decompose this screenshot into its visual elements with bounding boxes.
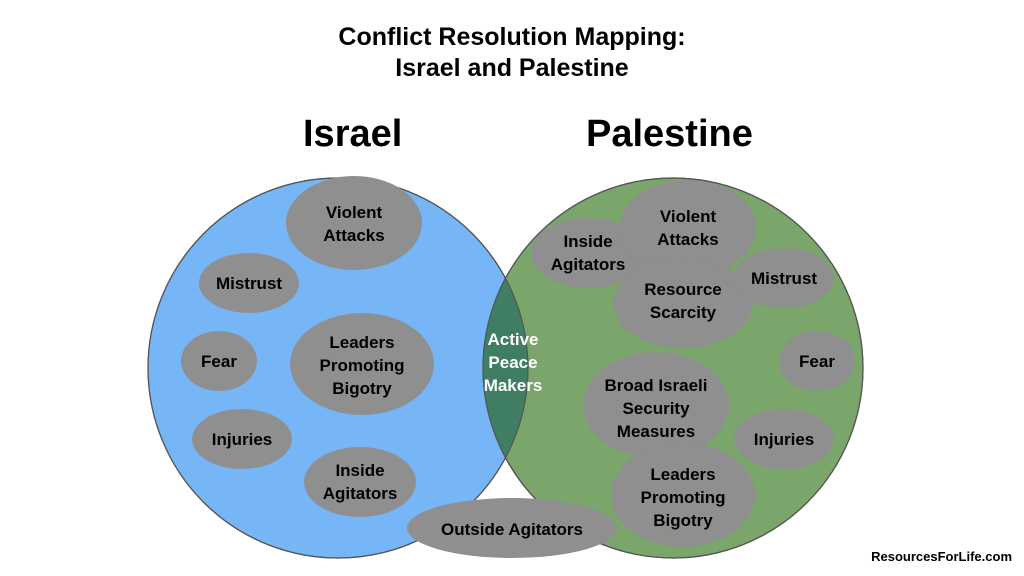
israel-item-leaders-promoting-bigotry: Leaders Promoting Bigotry bbox=[290, 313, 434, 415]
svg-text:Broad Israeli: Broad Israeli bbox=[605, 376, 708, 395]
svg-text:Makers: Makers bbox=[484, 376, 543, 395]
palestine-item-resource-scarcity: Resource Scarcity bbox=[613, 258, 753, 348]
svg-text:Attacks: Attacks bbox=[323, 226, 384, 245]
svg-text:Fear: Fear bbox=[799, 352, 835, 371]
svg-text:Attacks: Attacks bbox=[657, 230, 718, 249]
svg-text:Inside: Inside bbox=[563, 232, 612, 251]
svg-text:Bigotry: Bigotry bbox=[653, 511, 713, 530]
footer-website-credit: ResourcesForLife.com bbox=[871, 549, 1012, 564]
diagram-title-line2: Israel and Palestine bbox=[395, 54, 629, 82]
svg-text:Fear: Fear bbox=[201, 352, 237, 371]
israel-item-fear: Fear bbox=[181, 331, 257, 391]
svg-text:Violent: Violent bbox=[326, 203, 383, 222]
svg-text:Agitators: Agitators bbox=[323, 484, 398, 503]
palestine-item-mistrust: Mistrust bbox=[734, 248, 834, 308]
svg-text:Violent: Violent bbox=[660, 207, 717, 226]
palestine-set-label: Palestine bbox=[586, 113, 753, 155]
svg-text:Inside: Inside bbox=[335, 461, 384, 480]
svg-text:Leaders: Leaders bbox=[650, 465, 715, 484]
svg-text:Active: Active bbox=[487, 330, 538, 349]
svg-text:Resource: Resource bbox=[644, 280, 721, 299]
israel-item-mistrust: Mistrust bbox=[199, 253, 299, 313]
svg-text:Promoting: Promoting bbox=[320, 356, 405, 375]
palestine-item-leaders-promoting-bigotry: Leaders Promoting Bigotry bbox=[611, 443, 755, 547]
overlap-label-active-peace-makers: Active Peace Makers bbox=[484, 330, 543, 395]
israel-item-inside-agitators: Inside Agitators bbox=[304, 447, 416, 517]
palestine-item-violent-attacks: Violent Attacks bbox=[620, 180, 756, 276]
diagram-title-line1: Conflict Resolution Mapping: bbox=[338, 23, 686, 51]
svg-text:Promoting: Promoting bbox=[641, 488, 726, 507]
svg-text:Mistrust: Mistrust bbox=[216, 274, 282, 293]
svg-text:Injuries: Injuries bbox=[212, 430, 272, 449]
palestine-item-fear: Fear bbox=[779, 331, 855, 391]
israel-set-label: Israel bbox=[303, 113, 403, 155]
outside-agitators-item: Outside Agitators bbox=[407, 498, 617, 558]
svg-text:Bigotry: Bigotry bbox=[332, 379, 392, 398]
svg-text:Agitators: Agitators bbox=[551, 255, 626, 274]
svg-text:Outside Agitators: Outside Agitators bbox=[441, 520, 583, 539]
svg-text:Mistrust: Mistrust bbox=[751, 269, 817, 288]
palestine-item-injuries: Injuries bbox=[734, 409, 834, 469]
svg-text:Leaders: Leaders bbox=[329, 333, 394, 352]
palestine-item-inside-agitators: Inside Agitators bbox=[531, 218, 645, 288]
svg-text:Security: Security bbox=[622, 399, 690, 418]
svg-text:Injuries: Injuries bbox=[754, 430, 814, 449]
israel-item-violent-attacks: Violent Attacks bbox=[286, 176, 422, 270]
svg-text:Peace: Peace bbox=[488, 353, 537, 372]
israel-item-injuries: Injuries bbox=[192, 409, 292, 469]
svg-text:Scarcity: Scarcity bbox=[650, 303, 717, 322]
svg-text:Measures: Measures bbox=[617, 422, 695, 441]
palestine-item-broad-israeli-security-measures: Broad Israeli Security Measures bbox=[583, 352, 729, 458]
